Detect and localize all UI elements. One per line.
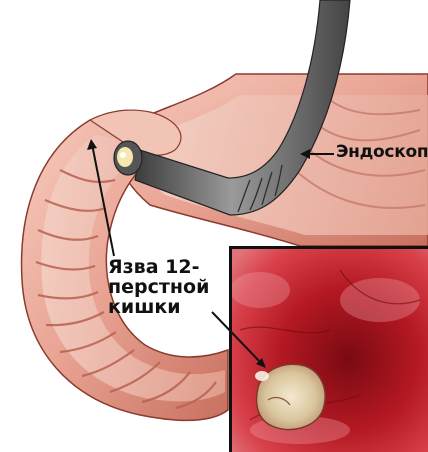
ulcer-label-line-2: перстной [108, 278, 209, 298]
ulcer-label-line-1: Язва 12- [108, 258, 209, 278]
ulcer-label: Язва 12- перстной кишки [108, 258, 209, 318]
endoscope-label: Эндоскоп [336, 144, 428, 162]
ulcer-label-line-3: кишки [108, 298, 209, 318]
ulcer-closeup-photo [229, 246, 428, 452]
